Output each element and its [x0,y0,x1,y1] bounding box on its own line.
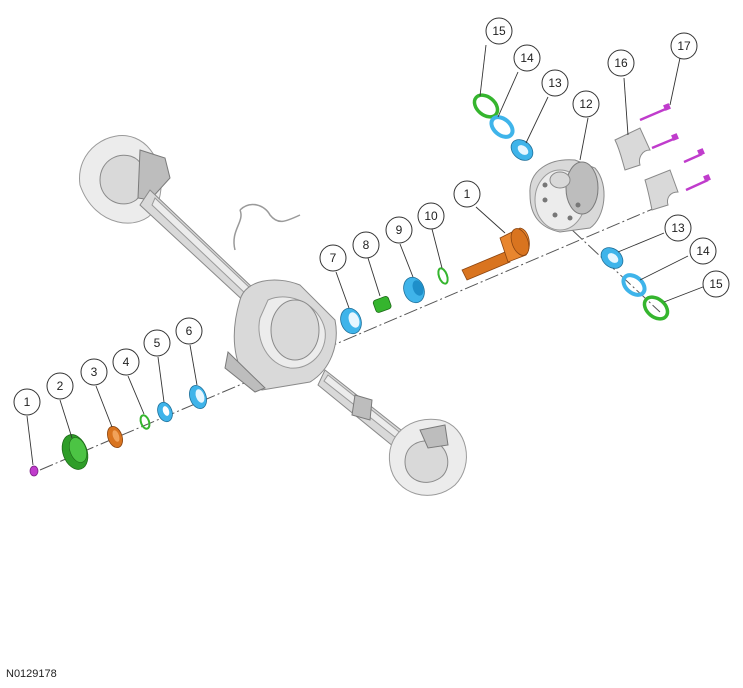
pinion-nut [29,465,39,477]
callout-10: 10 [417,202,445,230]
pinion-bearing-inner [403,276,425,304]
callout-label: 13 [671,221,685,235]
drive-pinion [461,227,530,281]
callout-7: 7 [319,244,347,272]
pinion-bearing-cup-outer [189,384,207,410]
leader-lines [26,44,709,466]
callout-3: 3 [80,358,108,386]
bearing-cap-lower [644,169,679,211]
callout-12: 12 [572,90,600,118]
callout-5: 5 [143,329,171,357]
pinion-flange [61,434,89,470]
callout-9: 9 [385,216,413,244]
callout-label: 9 [396,223,403,237]
callout-label: 15 [709,277,723,291]
callout-label: 5 [154,336,161,350]
callout-13-top: 13 [541,69,569,97]
pinion-seal [107,425,123,449]
bearing-cap-bolts [639,103,711,192]
callout-4: 4 [112,348,140,376]
callout-label: 14 [696,244,710,258]
callout-label: 6 [186,324,193,338]
differential-carrier [529,159,605,233]
callout-label: 2 [57,379,64,393]
callout-label: 7 [330,251,337,265]
carrier-shim-bottom [642,295,670,321]
callout-6: 6 [175,317,203,345]
callout-13-bottom: 13 [664,214,692,242]
callout-label: 8 [363,238,370,252]
pinion-shim [437,267,449,285]
callout-14-bottom: 14 [689,237,717,265]
carrier-shim-top [472,93,500,119]
callout-8: 8 [352,231,380,259]
figure-id: N0129178 [6,668,57,680]
carrier-bearing-cup-top [489,115,515,139]
callout-1-pinion: 1 [453,180,481,208]
carrier-bearing-cup-bottom [621,273,647,297]
bearing-cap-upper [614,127,651,171]
callout-label: 13 [548,76,562,90]
callout-label: 4 [123,355,130,369]
callout-label: 1 [24,395,31,409]
assembly-centerline [39,207,656,471]
oil-slinger [139,414,151,430]
carrier-bearing-bottom [600,247,624,269]
callout-17: 17 [670,32,698,60]
callout-label: 3 [91,365,98,379]
callout-1-nut: 1 [13,388,41,416]
collapsible-spacer [372,296,392,313]
callout-label: 1 [464,187,471,201]
callout-14-top: 14 [513,44,541,72]
callout-label: 10 [424,209,438,223]
pinion-bearing-outer [157,401,173,423]
callout-label: 17 [677,39,691,53]
callout-label: 15 [492,24,506,38]
callout-label: 16 [614,56,628,70]
callout-label: 12 [579,97,593,111]
callout-16: 16 [607,49,635,77]
pinion-bearing-cup-inner [340,307,362,335]
axle-housing [79,135,467,496]
carrier-bearing-top [510,139,534,161]
callout-15-top: 15 [485,17,513,45]
callout-2: 2 [46,372,74,400]
callout-15-bottom: 15 [702,270,730,298]
callout-label: 14 [520,51,534,65]
